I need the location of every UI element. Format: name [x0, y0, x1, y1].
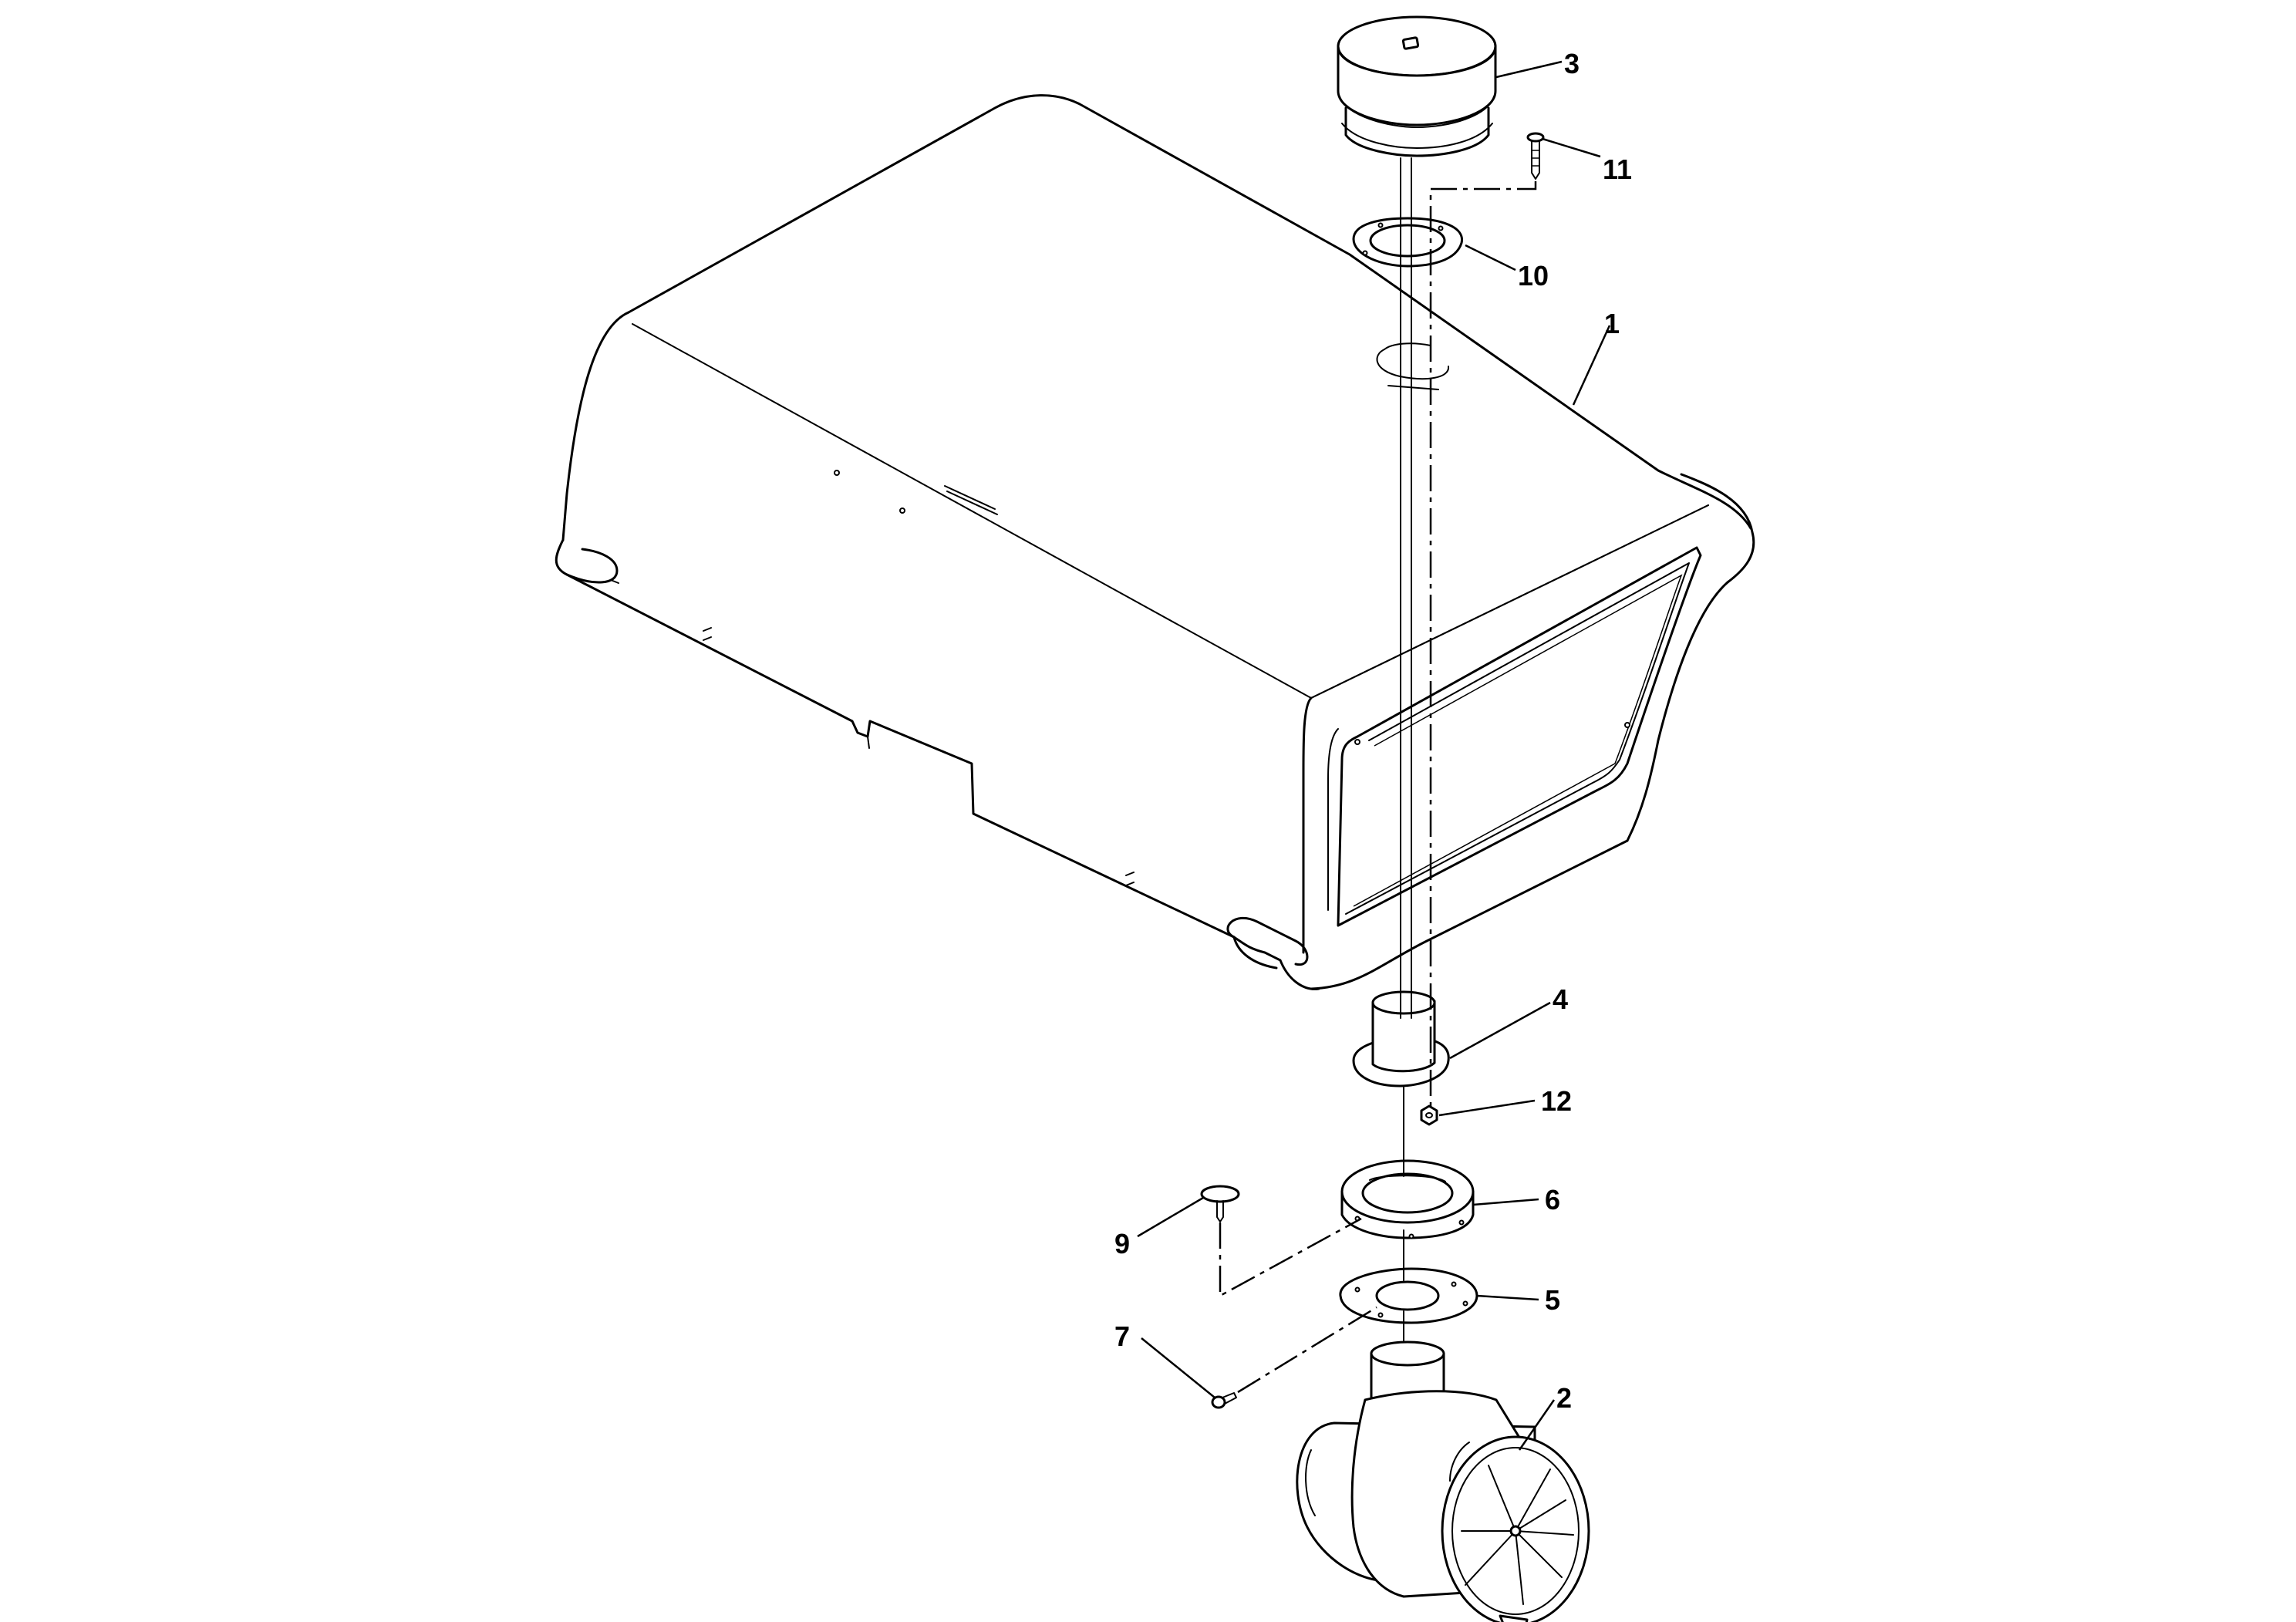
screw-part-11 [1526, 132, 1545, 180]
air-cleaner-part-2 [1296, 1340, 1590, 1622]
callout-1: 1 [1604, 308, 1620, 339]
callout-5: 5 [1545, 1284, 1560, 1316]
callout-12: 12 [1541, 1085, 1572, 1117]
callout-10: 10 [1518, 260, 1549, 292]
bolt-part-9 [1200, 1185, 1240, 1222]
flange-ring-part-6 [1340, 1159, 1475, 1239]
callout-3: 3 [1564, 48, 1580, 79]
callout-9: 9 [1114, 1228, 1130, 1259]
callout-4: 4 [1553, 983, 1568, 1015]
nut-part-12 [1420, 1104, 1438, 1126]
canopy-hood [555, 94, 1755, 990]
precleaner-cap-part-3 [1337, 15, 1497, 157]
callout-6: 6 [1545, 1184, 1560, 1216]
callout-7: 7 [1114, 1320, 1130, 1352]
callout-11: 11 [1603, 153, 1632, 185]
screw-part-7 [1211, 1392, 1237, 1409]
callout-labels: 3 11 10 1 4 12 6 9 5 7 2 [1114, 48, 1632, 1414]
gasket-plate-part-5 [1339, 1267, 1478, 1324]
pipe-adapter-part-4 [1352, 990, 1450, 1088]
assembly-centerlines [1219, 157, 1537, 1394]
callout-2: 2 [1556, 1382, 1572, 1414]
callout-leaders [1137, 60, 1611, 1451]
gasket-ring-part-10 [1352, 217, 1463, 268]
